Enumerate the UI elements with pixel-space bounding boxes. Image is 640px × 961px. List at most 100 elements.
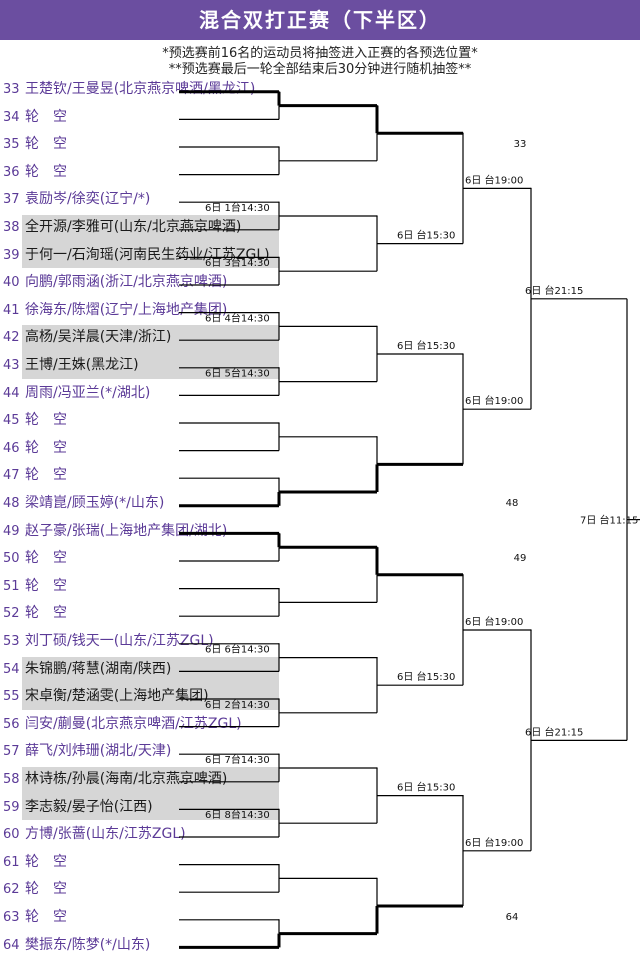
entry-number: 58 <box>3 772 20 787</box>
entry-name: 轮 空 <box>25 577 67 594</box>
draw-entry: 62 轮 空 <box>0 876 67 902</box>
match-time-label: 6日 台19:00 <box>465 394 523 407</box>
entry-name: 袁励岑/徐奕(辽宁/*) <box>25 191 151 208</box>
entry-name: 李志毅/晏子怡(江西) <box>25 798 153 815</box>
page-title: 混合双打正赛（下半区） <box>199 8 441 32</box>
entry-number: 54 <box>3 661 20 677</box>
match-time-label: 6日 台15:30 <box>397 229 455 242</box>
entry-number: 56 <box>3 716 20 732</box>
qualifier-slot-highlight <box>22 767 279 821</box>
draw-entry: 56 闫安/蒯曼(北京燕京啤酒/江苏ZGL) <box>0 711 242 737</box>
draw-entry: 47 轮 空 <box>0 462 67 488</box>
match-time-label: 6日 台19:00 <box>465 173 523 186</box>
entry-number: 42 <box>3 330 20 346</box>
title-bar <box>0 0 640 40</box>
draw-entry: 60 方博/张蔷(山东/江苏ZGL) <box>0 821 186 847</box>
entry-name: 轮 空 <box>25 853 67 870</box>
entry-number: 57 <box>3 744 20 760</box>
match-time-label: 6日 4台14:30 <box>205 311 270 324</box>
entry-number: 37 <box>3 192 20 208</box>
advance-label: 33 <box>514 139 527 150</box>
draw-entry: 48 梁靖崑/顾玉婷(*/山东) <box>0 490 164 516</box>
draw-entry: 49 赵子豪/张瑞(上海地产集团/湖北) <box>0 518 227 544</box>
entry-name: 赵子豪/张瑞(上海地产集团/湖北) <box>25 522 228 539</box>
match-time-label: 6日 台21:15 <box>525 725 583 738</box>
match-time-label: 6日 6台14:30 <box>205 643 270 656</box>
entry-name: 梁靖崑/顾玉婷(*/山东) <box>25 495 165 511</box>
entry-name: 于何一/石洵瑶(河南民生药业/江苏ZGL) <box>25 246 270 263</box>
entry-number: 41 <box>3 302 20 318</box>
match-time-label: 6日 台15:30 <box>397 339 455 352</box>
draw-entry: 54 朱锦鹏/蒋慧(湖南/陕西) <box>0 656 171 682</box>
entry-number: 49 <box>3 523 20 539</box>
entry-number: 48 <box>3 496 20 511</box>
entry-number: 52 <box>3 606 20 622</box>
entry-number: 50 <box>3 551 20 567</box>
entry-number: 43 <box>3 358 20 373</box>
draw-entry: 46 轮 空 <box>0 435 67 461</box>
entry-number: 60 <box>3 827 20 843</box>
entry-name: 林诗栋/孙晨(海南/北京燕京啤酒) <box>25 771 228 787</box>
entry-name: 轮 空 <box>25 163 67 180</box>
final-time-label: 7日 台11:15 <box>580 514 638 527</box>
match-time-label: 6日 台15:30 <box>397 670 455 683</box>
entry-name: 全开源/李雅可(山东/北京燕京啤酒) <box>25 219 242 235</box>
advance-label: 64 <box>506 912 519 923</box>
entry-name: 轮 空 <box>25 136 67 153</box>
entry-number: 63 <box>3 910 20 925</box>
entry-name: 徐海东/陈熠(辽宁/上海地产集团) <box>25 301 228 318</box>
entry-number: 53 <box>3 634 20 649</box>
draw-entry: 42 高杨/吴洋晨(天津/浙江) <box>0 324 171 350</box>
entry-name: 轮 空 <box>25 881 67 898</box>
entry-name: 方博/张蔷(山东/江苏ZGL) <box>25 826 186 843</box>
draw-entry: 53 刘丁硕/钱天一(山东/江苏ZGL) <box>0 628 214 654</box>
entry-number: 39 <box>3 247 20 263</box>
entry-name: 轮 空 <box>25 108 67 125</box>
draw-entry: 57 薛飞/刘炜珊(湖北/天津) <box>0 738 171 764</box>
draw-entry: 58 林诗栋/孙晨(海南/北京燕京啤酒) <box>0 766 227 792</box>
match-time-label: 6日 台19:00 <box>465 836 523 849</box>
match-time-label: 6日 5台14:30 <box>205 367 270 380</box>
entry-number: 34 <box>3 109 20 125</box>
entry-number: 44 <box>3 385 20 401</box>
draw-entry: 39 于何一/石洵瑶(河南民生药业/江苏ZGL) <box>0 242 270 268</box>
draw-entry: 40 向鹏/郭雨涵(浙江/北京燕京啤酒) <box>0 269 227 295</box>
entry-name: 闫安/蒯曼(北京燕京啤酒/江苏ZGL) <box>25 715 242 732</box>
entry-number: 62 <box>3 882 20 898</box>
draw-entry: 44 周雨/冯亚兰(*/湖北) <box>0 380 150 406</box>
entry-name: 周雨/冯亚兰(*/湖北) <box>25 384 151 401</box>
entry-name: 宋卓衡/楚涵雯(上海地产集团) <box>25 688 209 705</box>
draw-entry: 41 徐海东/陈熠(辽宁/上海地产集团) <box>0 297 227 323</box>
entry-number: 40 <box>3 275 20 291</box>
entry-name: 轮 空 <box>25 412 67 429</box>
match-time-label: 6日 台19:00 <box>465 615 523 628</box>
match-time-label: 6日 台15:30 <box>397 781 455 794</box>
entry-number: 59 <box>3 799 20 815</box>
entry-name: 朱锦鹏/蒋慧(湖南/陕西) <box>25 660 172 677</box>
draw-entry: 45 轮 空 <box>0 407 67 433</box>
entry-name: 刘丁硕/钱天一(山东/江苏ZGL) <box>25 633 214 649</box>
entry-number: 45 <box>3 413 20 429</box>
entry-number: 38 <box>3 220 20 235</box>
entry-name: 高杨/吴洋晨(天津/浙江) <box>25 329 172 346</box>
entry-name: 轮 空 <box>25 439 67 456</box>
entry-name: 向鹏/郭雨涵(浙江/北京燕京啤酒) <box>25 274 228 291</box>
draw-entry: 34 轮 空 <box>0 104 67 130</box>
entry-number: 46 <box>3 440 20 456</box>
draw-note-2: **预选赛最后一轮全部结束后30分钟进行随机抽签** <box>168 62 472 77</box>
match-time-label: 6日 8台14:30 <box>205 808 270 821</box>
entry-name: 薛飞/刘炜珊(湖北/天津) <box>25 743 172 760</box>
entry-name: 轮 空 <box>25 467 67 484</box>
draw-note-1: *预选赛前16名的运动员将抽签进入正赛的各预选位置* <box>162 46 478 61</box>
qualifier-slot-highlight <box>22 656 279 710</box>
entry-number: 47 <box>3 468 20 484</box>
entry-name: 樊振东/陈梦(*/山东) <box>25 936 151 953</box>
